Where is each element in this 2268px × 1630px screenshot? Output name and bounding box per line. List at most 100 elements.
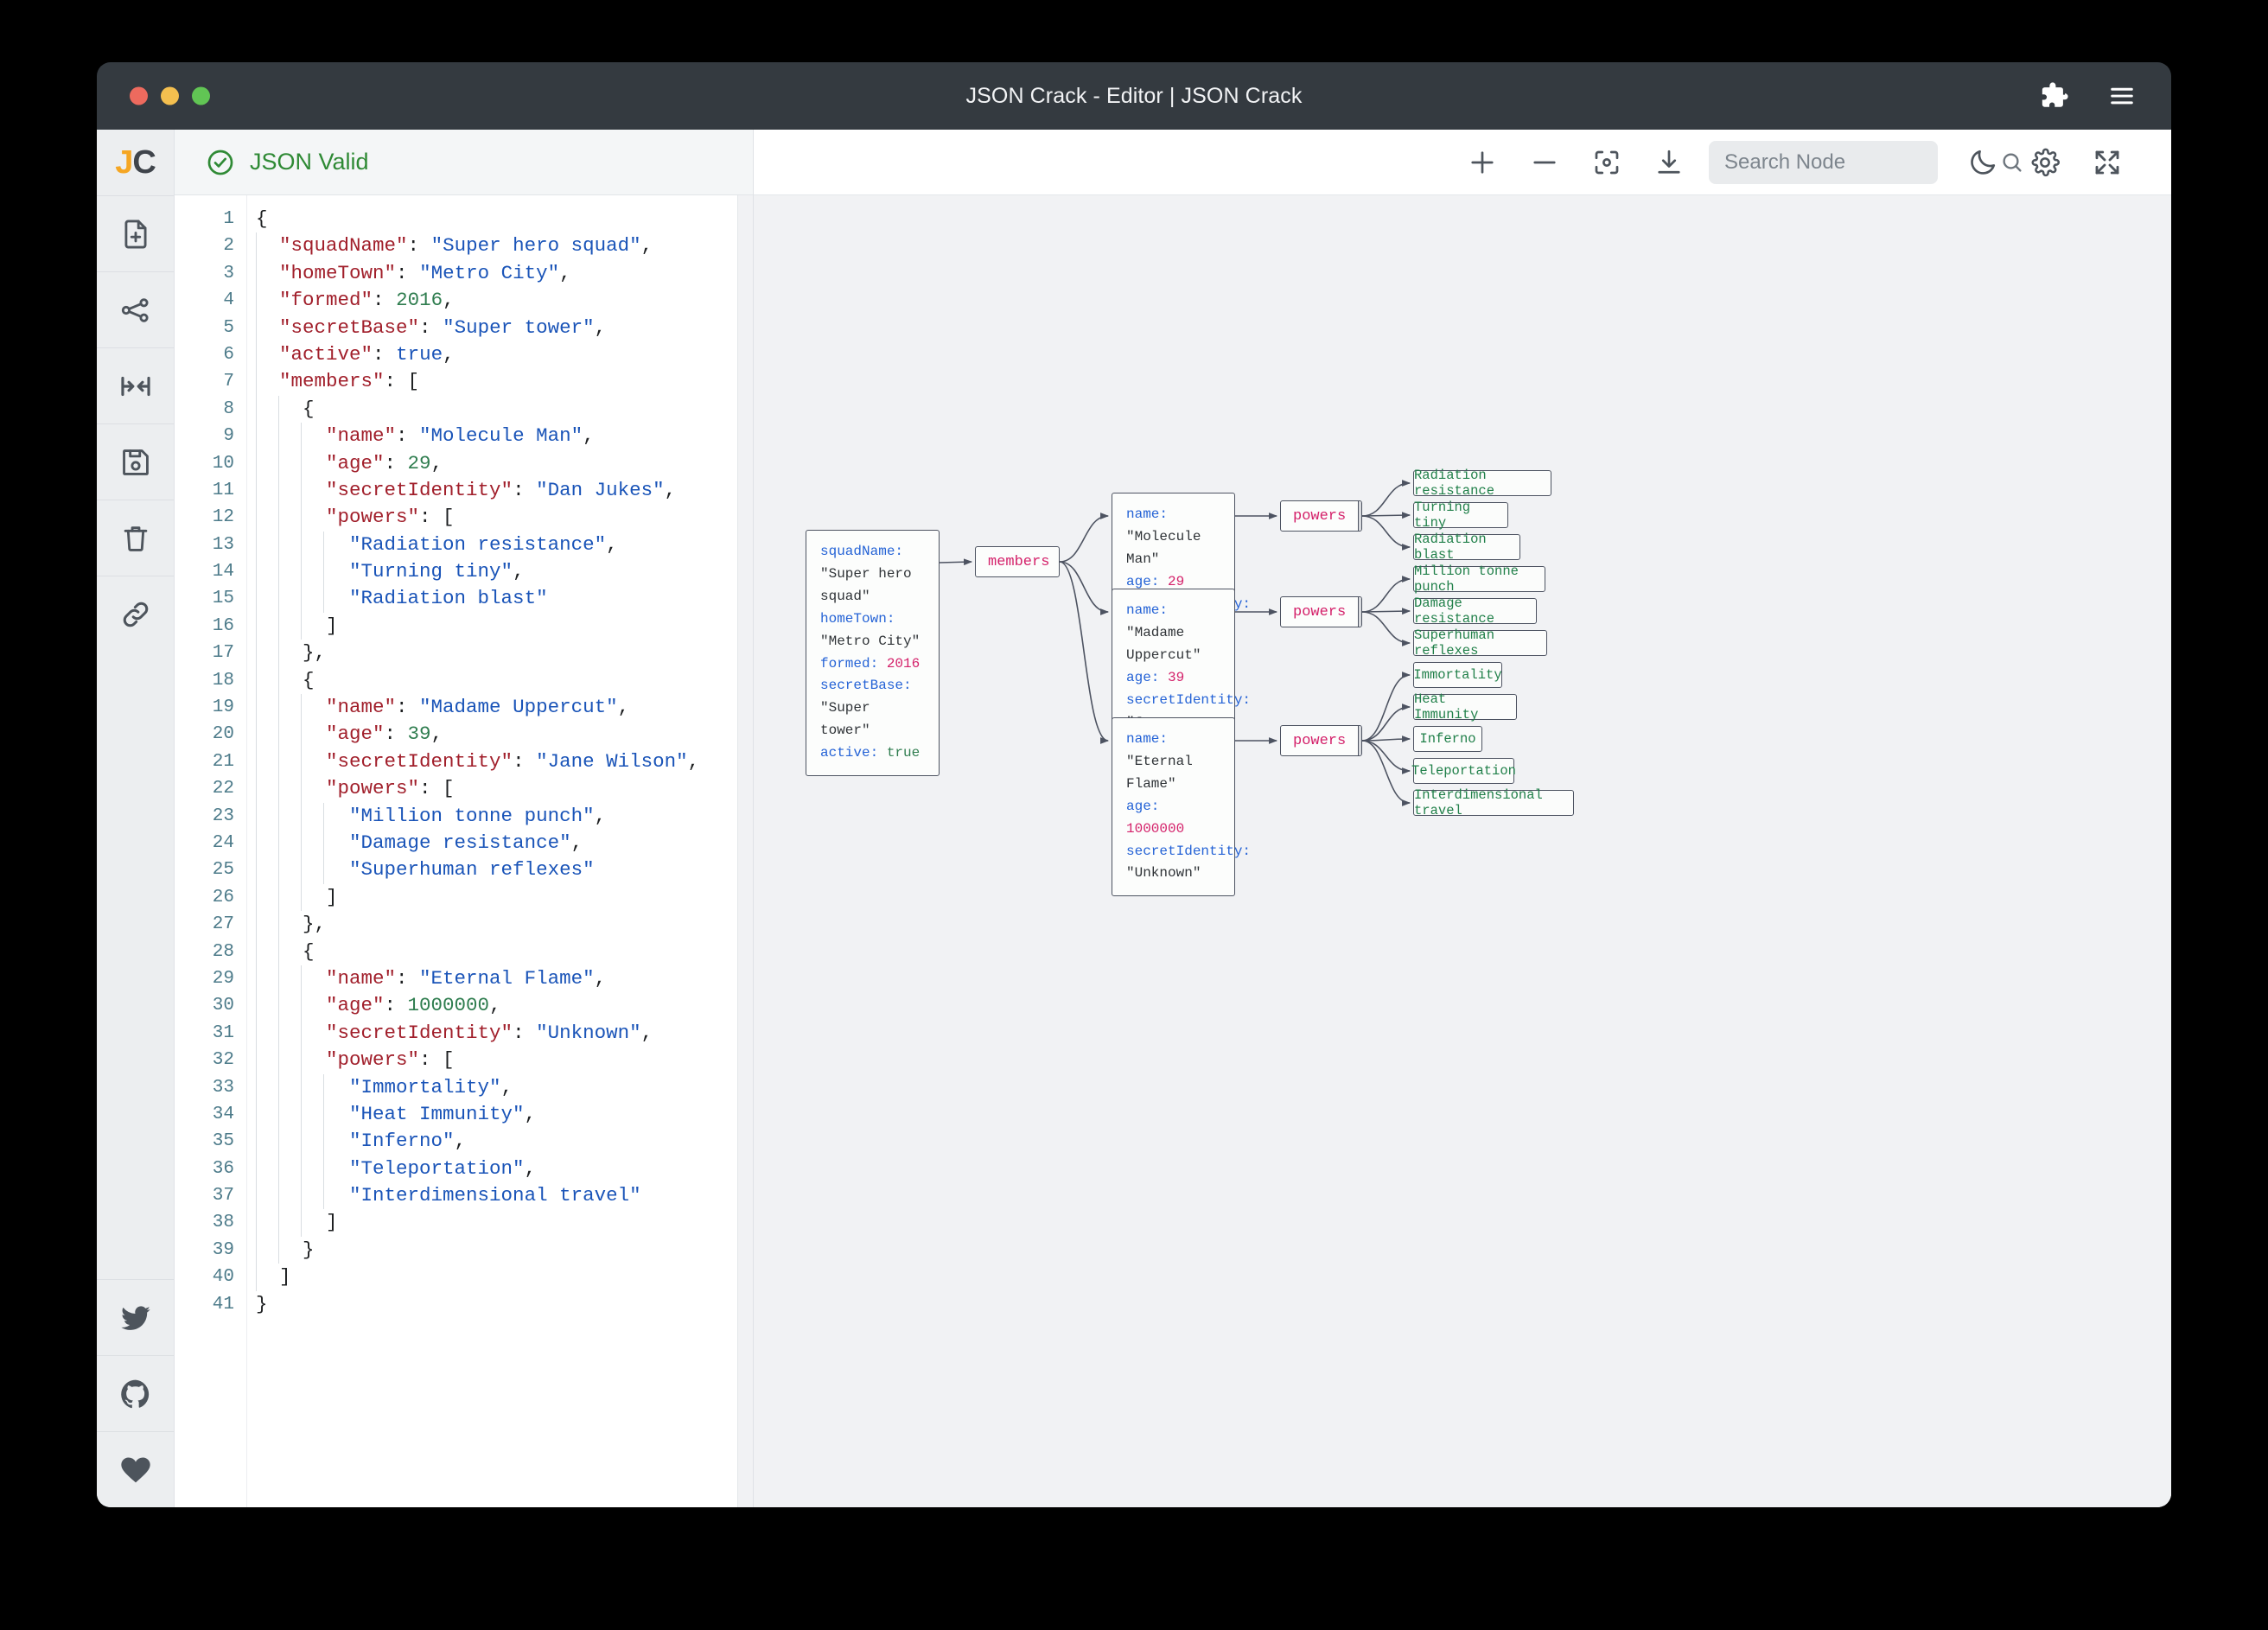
- code-line[interactable]: "Turning tiny",: [247, 558, 753, 586]
- github-link-button[interactable]: [97, 1355, 174, 1431]
- member-node-eternal-flame-powers-node[interactable]: powers: [1280, 725, 1362, 756]
- code-line[interactable]: "Immortality",: [247, 1073, 753, 1101]
- editor-scrollbar[interactable]: [737, 195, 753, 1507]
- code-line[interactable]: ]: [247, 883, 753, 912]
- code-line[interactable]: }: [247, 1291, 753, 1318]
- member-node-molecule-man-power-0[interactable]: Radiation resistance: [1413, 468, 1551, 499]
- settings-button[interactable]: [2014, 137, 2076, 188]
- code-line[interactable]: "age": 1000000,: [247, 992, 753, 1020]
- search-node-box[interactable]: [1709, 140, 2022, 184]
- indent-guide: [256, 748, 257, 776]
- search-node-input[interactable]: [1724, 150, 1992, 175]
- member-node-molecule-man-power-2[interactable]: Radiation blast: [1413, 532, 1520, 563]
- hamburger-menu-icon[interactable]: [2107, 81, 2137, 111]
- zoom-in-button[interactable]: [1451, 137, 1513, 188]
- code-line[interactable]: "secretIdentity": "Jane Wilson",: [247, 748, 753, 776]
- line-number: 6: [223, 344, 234, 365]
- code-line[interactable]: "Inferno",: [247, 1128, 753, 1156]
- code-line[interactable]: ]: [247, 612, 753, 640]
- code-line[interactable]: {: [247, 395, 753, 423]
- sponsor-heart-button[interactable]: [97, 1431, 174, 1507]
- collapse-inward-icon[interactable]: [1358, 726, 1361, 755]
- collapse-nodes-button[interactable]: [97, 347, 174, 423]
- graph-edge: [1361, 512, 1411, 519]
- code-line[interactable]: "age": 39,: [247, 721, 753, 748]
- code-line[interactable]: {: [247, 938, 753, 965]
- close-window-button[interactable]: [130, 86, 148, 105]
- code-line[interactable]: "Million tonne punch",: [247, 802, 753, 830]
- code-line[interactable]: ]: [247, 1264, 753, 1291]
- member-node-eternal-flame-power-2[interactable]: Inferno: [1413, 726, 1482, 752]
- indent-guide: [256, 1100, 257, 1129]
- member-node-madame-uppercut-powers-node[interactable]: powers: [1280, 596, 1362, 627]
- code-line[interactable]: "Teleportation",: [247, 1155, 753, 1183]
- graph-canvas[interactable]: squadName: "Super hero squad"homeTown: "…: [754, 195, 2171, 1507]
- center-view-button[interactable]: [1576, 137, 1638, 188]
- code-line[interactable]: "active": true,: [247, 341, 753, 369]
- member-node-molecule-man-power-1[interactable]: Turning tiny: [1413, 500, 1508, 531]
- code-line[interactable]: "powers": [: [247, 775, 753, 803]
- copy-link-button[interactable]: [97, 576, 174, 652]
- code-line[interactable]: "secretIdentity": "Unknown",: [247, 1019, 753, 1047]
- zoom-out-button[interactable]: [1513, 137, 1576, 188]
- member-node-eternal-flame-power-3[interactable]: Teleportation: [1411, 758, 1516, 784]
- code-line[interactable]: "name": "Madame Uppercut",: [247, 694, 753, 722]
- code-line[interactable]: "Radiation resistance",: [247, 531, 753, 559]
- zoom-in-icon: [1471, 150, 1494, 174]
- root-node[interactable]: squadName: "Super hero squad"homeTown: "…: [806, 530, 940, 777]
- minimize-window-button[interactable]: [161, 86, 179, 105]
- member-node-madame-uppercut-power-2[interactable]: Superhuman reflexes: [1413, 627, 1547, 659]
- new-file-button[interactable]: [97, 195, 174, 271]
- indent-guide: [256, 423, 257, 450]
- member-node-molecule-man-powers-node[interactable]: powers: [1280, 500, 1362, 532]
- maximize-window-button[interactable]: [192, 86, 210, 105]
- code-line[interactable]: {: [247, 206, 753, 232]
- code-line[interactable]: "powers": [: [247, 1047, 753, 1074]
- token-punct: :: [419, 315, 443, 339]
- code-line[interactable]: "homeTown": "Metro City",: [247, 259, 753, 288]
- member-node-eternal-flame-power-4[interactable]: Interdimensional travel: [1413, 787, 1574, 818]
- extensions-puzzle-icon[interactable]: [2040, 81, 2069, 111]
- code-line[interactable]: "age": 29,: [247, 449, 753, 477]
- code-line[interactable]: "Interdimensional travel": [247, 1182, 753, 1210]
- members-node[interactable]: members: [975, 546, 1060, 577]
- leaf-node-text: Inferno: [1419, 731, 1476, 747]
- member-node-madame-uppercut-power-1[interactable]: Damage resistance: [1413, 595, 1537, 627]
- code-line[interactable]: "Radiation blast": [247, 585, 753, 613]
- code-line[interactable]: "name": "Eternal Flame",: [247, 965, 753, 993]
- share-graph-button[interactable]: [97, 271, 174, 347]
- code-line[interactable]: "members": [: [247, 368, 753, 396]
- code-line[interactable]: "formed": 2016,: [247, 287, 753, 315]
- code-line[interactable]: "powers": [: [247, 504, 753, 532]
- member-node-madame-uppercut-power-0[interactable]: Million tonne punch: [1413, 563, 1545, 595]
- code-line[interactable]: "secretIdentity": "Dan Jukes",: [247, 476, 753, 505]
- line-number: 32: [212, 1050, 234, 1071]
- token-str: "Heat Immunity": [349, 1102, 525, 1125]
- member-node-eternal-flame-power-0[interactable]: Immortality: [1413, 662, 1502, 688]
- code-line[interactable]: },: [247, 640, 753, 667]
- code-line[interactable]: {: [247, 666, 753, 695]
- fullscreen-button[interactable]: [2076, 137, 2138, 188]
- code-line[interactable]: ]: [247, 1209, 753, 1237]
- code-line[interactable]: "Heat Immunity",: [247, 1100, 753, 1129]
- code-text-area[interactable]: { "squadName": "Super hero squad", "home…: [247, 195, 753, 1507]
- code-line[interactable]: "squadName": "Super hero squad",: [247, 232, 753, 260]
- member-node-eternal-flame-power-1[interactable]: Heat Immunity: [1413, 691, 1517, 723]
- collapse-inward-icon[interactable]: [1358, 597, 1361, 627]
- line-number: 4: [223, 290, 234, 311]
- save-button[interactable]: [97, 423, 174, 500]
- dark-mode-toggle-button[interactable]: [1952, 137, 2014, 188]
- code-line[interactable]: "Damage resistance",: [247, 829, 753, 857]
- code-line[interactable]: },: [247, 911, 753, 939]
- code-line[interactable]: "name": "Molecule Man",: [247, 423, 753, 450]
- twitter-link-button[interactable]: [97, 1279, 174, 1355]
- collapse-inward-icon[interactable]: [1358, 501, 1361, 531]
- delete-button[interactable]: [97, 500, 174, 576]
- code-line[interactable]: "secretBase": "Super tower",: [247, 314, 753, 341]
- code-line[interactable]: }: [247, 1236, 753, 1264]
- download-image-button[interactable]: [1638, 137, 1700, 188]
- code-line[interactable]: "Superhuman reflexes": [247, 856, 753, 884]
